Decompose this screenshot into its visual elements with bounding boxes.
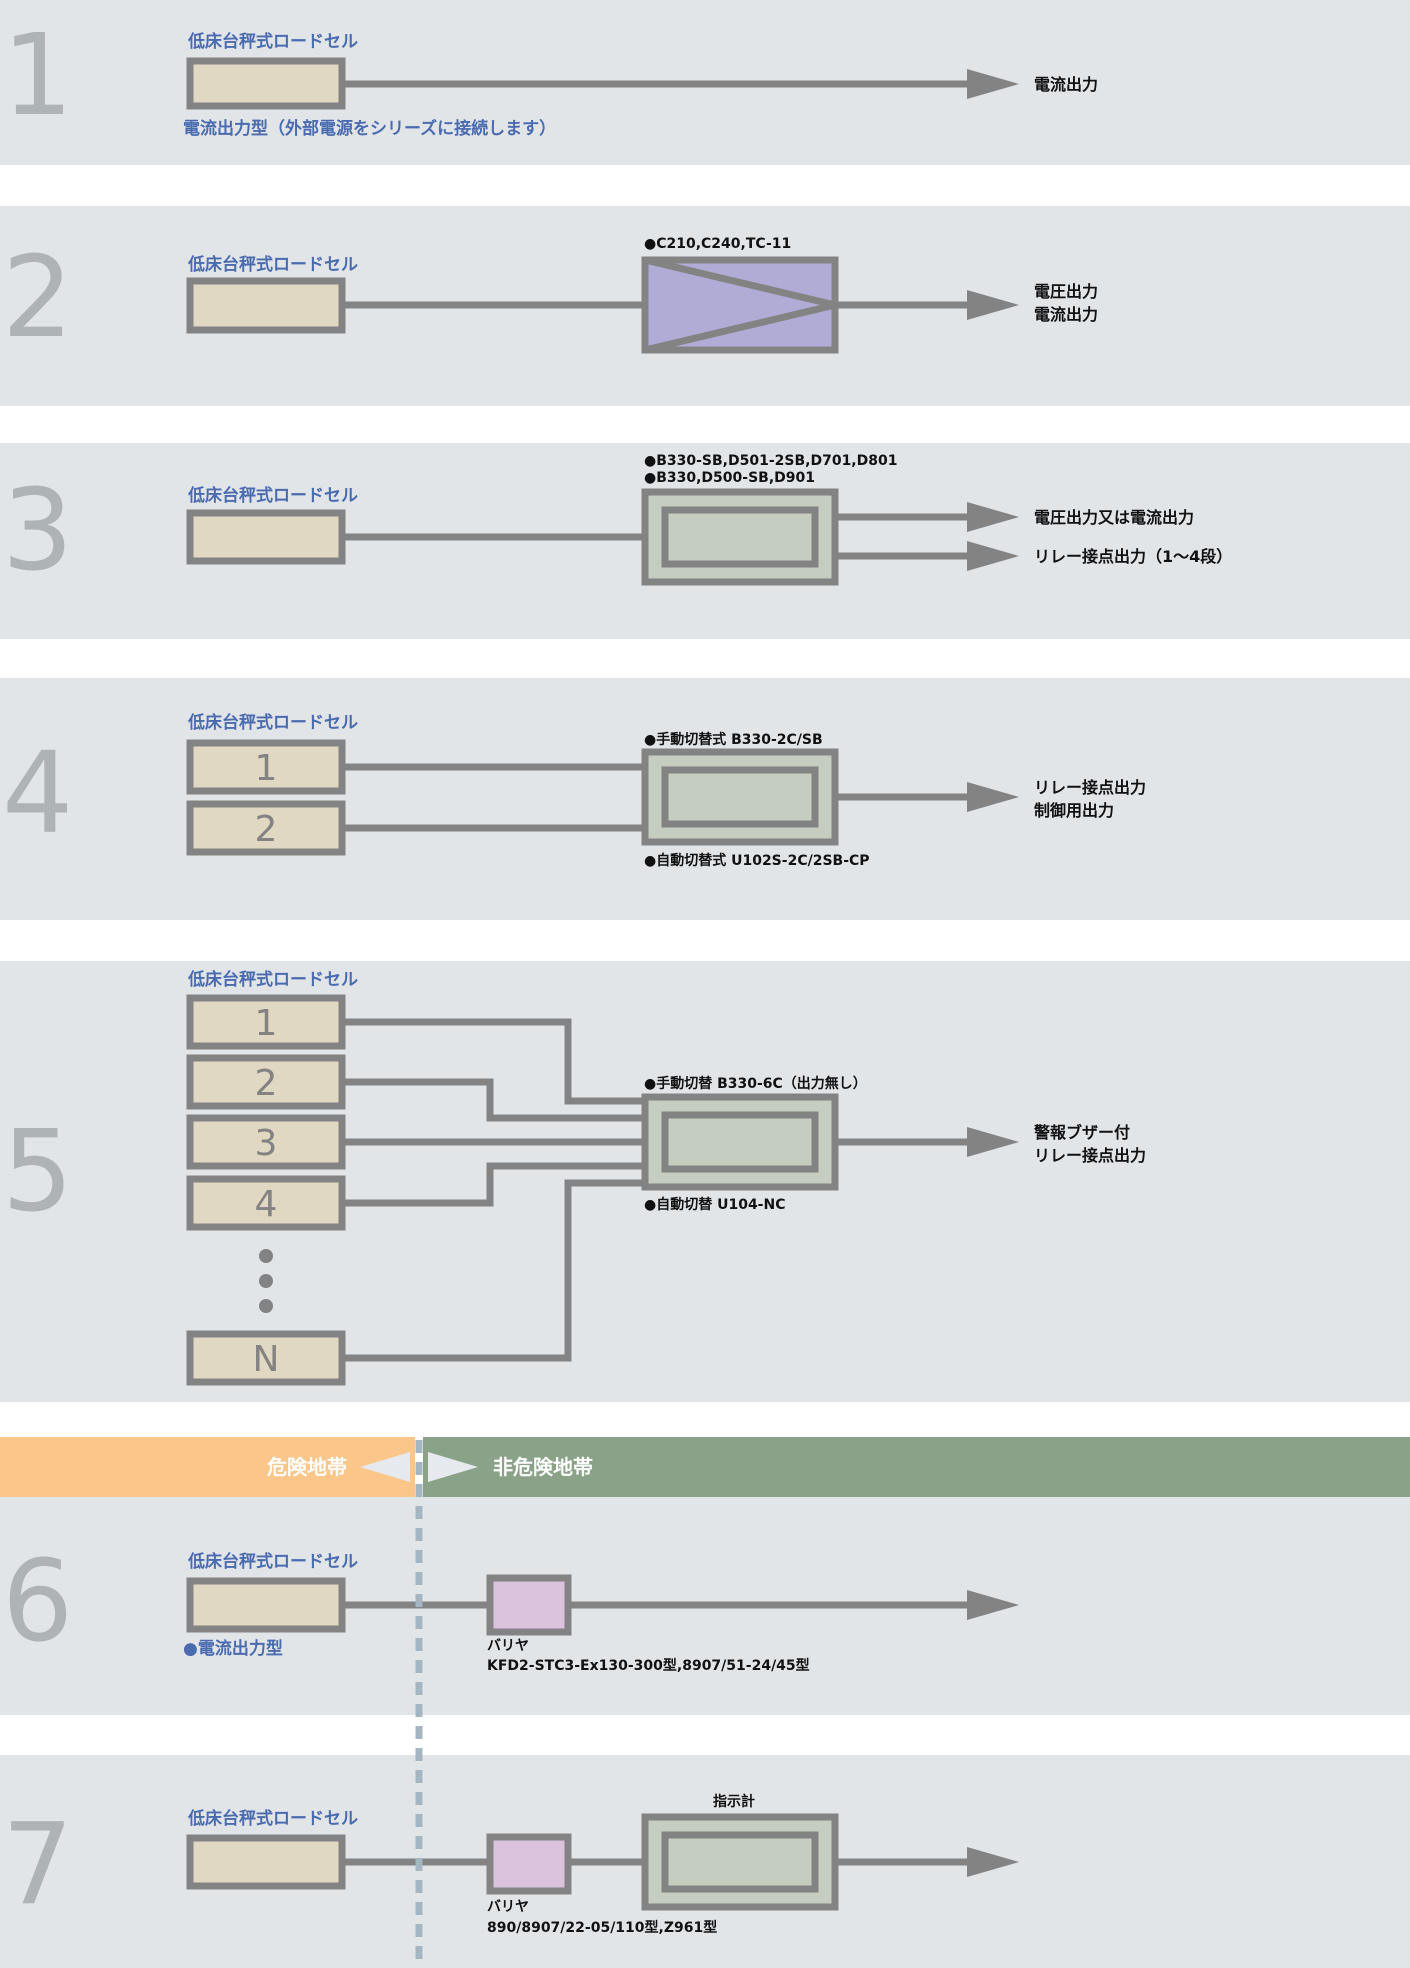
panel-2-number: 2 bbox=[2, 233, 73, 363]
indicator-display bbox=[661, 1831, 819, 1893]
load-cell-number: N bbox=[253, 1339, 280, 1380]
barrier-label: バリヤ bbox=[487, 1899, 529, 1915]
barrier-box bbox=[486, 1574, 572, 1636]
indicator-display bbox=[661, 1111, 819, 1173]
amplifier-box bbox=[641, 256, 839, 354]
load-cell-number: 1 bbox=[255, 1003, 278, 1044]
load-cell-number: 2 bbox=[255, 1063, 278, 1104]
non-hazardous-zone-label: 非危険地帯 bbox=[493, 1455, 593, 1479]
panel-5: 5 低床台秤式ロードセル 1 2 3 4 N ●手動切替 B330-6C（出力無… bbox=[0, 961, 1410, 1402]
load-cell bbox=[186, 1577, 346, 1633]
load-cell-label: 低床台秤式ロードセル bbox=[187, 31, 358, 52]
panel-2: 2 低床台秤式ロードセル ●C210,C240,TC-11 電圧出力 電流出力 bbox=[0, 206, 1410, 406]
device-model-auto: ●自動切替 U104-NC bbox=[644, 1196, 785, 1213]
panel-4: 4 低床台秤式ロードセル 1 2 ●手動切替式 B330-2C/SB ●自動切替… bbox=[0, 678, 1410, 920]
load-cell-label: 低床台秤式ロードセル bbox=[187, 712, 358, 733]
load-cell-2 bbox=[186, 800, 346, 856]
output-label-2: 制御用出力 bbox=[1034, 801, 1114, 820]
panel-4-number: 4 bbox=[2, 729, 73, 859]
device-model-auto: ●自動切替式 U102S-2C/2SB-CP bbox=[644, 852, 870, 869]
barrier-label: バリヤ bbox=[487, 1638, 529, 1654]
load-cell-2 bbox=[186, 1054, 346, 1110]
load-cell-number: 1 bbox=[255, 748, 278, 789]
panel-6: 6 低床台秤式ロードセル ●電流出力型 バリヤ KFD2-STC3-Ex130-… bbox=[0, 1497, 1410, 1715]
ellipsis-dot bbox=[259, 1299, 273, 1313]
load-cell-3 bbox=[186, 1114, 346, 1170]
signal-wire-2 bbox=[340, 1078, 645, 1122]
load-cell bbox=[186, 57, 346, 110]
indicator-label: 指示計 bbox=[713, 1793, 755, 1810]
output-label-2: リレー接点出力 bbox=[1034, 1146, 1146, 1165]
load-cell-label: 低床台秤式ロードセル bbox=[187, 485, 358, 506]
right-arrow bbox=[428, 1452, 478, 1482]
load-cell bbox=[186, 277, 346, 334]
panel-5-number: 5 bbox=[2, 1107, 73, 1237]
indicator-display bbox=[661, 506, 819, 568]
load-cell-note: ●電流出力型 bbox=[183, 1638, 283, 1659]
load-cell-label: 低床台秤式ロードセル bbox=[187, 969, 358, 990]
load-cell-note: 電流出力型（外部電源をシリーズに接続します） bbox=[183, 118, 556, 139]
device-models-1: ●B330-SB,D501-2SB,D701,D801 bbox=[644, 453, 897, 469]
load-cell-n bbox=[186, 1330, 346, 1386]
signal-wire-1 bbox=[340, 1018, 645, 1105]
output-label-1: 電圧出力又は電流出力 bbox=[1034, 508, 1194, 527]
load-cell-4 bbox=[186, 1175, 346, 1231]
barrier-box bbox=[486, 1833, 572, 1895]
signal-wire-4 bbox=[340, 1162, 645, 1207]
panel-7-number: 7 bbox=[2, 1800, 73, 1930]
barrier-models: KFD2-STC3-Ex130-300型,8907/51-24/45型 bbox=[487, 1657, 810, 1674]
load-cell-number: 3 bbox=[255, 1123, 278, 1164]
output-label-2: 電流出力 bbox=[1034, 305, 1098, 324]
left-arrow bbox=[360, 1452, 410, 1482]
load-cell-label: 低床台秤式ロードセル bbox=[187, 1808, 358, 1829]
safe-zone-band bbox=[423, 1437, 1410, 1497]
device-models: ●C210,C240,TC-11 bbox=[644, 236, 791, 252]
device-model-manual: ●手動切替式 B330-2C/SB bbox=[644, 731, 823, 748]
output-label-1: 警報ブザー付 bbox=[1033, 1123, 1130, 1142]
output-label: 電流出力 bbox=[1034, 75, 1098, 94]
barrier-models: 890/8907/22-05/110型,Z961型 bbox=[487, 1919, 717, 1936]
ellipsis-dot bbox=[259, 1274, 273, 1288]
panel-6-number: 6 bbox=[2, 1537, 73, 1667]
panel-1: 1 低床台秤式ロードセル 電流出力型（外部電源をシリーズに接続します） 電流出力 bbox=[0, 0, 1410, 165]
signal-wire-n bbox=[340, 1179, 645, 1362]
ellipsis-dot bbox=[259, 1249, 273, 1263]
output-label-1: リレー接点出力 bbox=[1034, 778, 1146, 797]
load-cell bbox=[186, 509, 346, 565]
load-cell-label: 低床台秤式ロードセル bbox=[187, 1551, 358, 1572]
indicator-display bbox=[661, 766, 819, 828]
output-label-1: 電圧出力 bbox=[1034, 282, 1098, 301]
load-cell-1 bbox=[186, 994, 346, 1050]
hazardous-zone-band bbox=[0, 1437, 415, 1497]
hazardous-zone-label: 危険地帯 bbox=[267, 1455, 347, 1479]
amplifier-symbol bbox=[644, 256, 836, 354]
panel-1-number: 1 bbox=[2, 11, 73, 141]
panel-3-number: 3 bbox=[2, 466, 73, 596]
device-models-2: ●B330,D500-SB,D901 bbox=[644, 470, 815, 486]
panel-3: 3 低床台秤式ロードセル ●B330-SB,D501-2SB,D701,D801… bbox=[0, 443, 1410, 639]
zone-band: 危険地帯 非危険地帯 bbox=[0, 1437, 1410, 1497]
panel-7: 7 低床台秤式ロードセル 指示計 バリヤ 890/8907/22-05/110型… bbox=[0, 1755, 1410, 1968]
load-cell-number: 2 bbox=[255, 809, 278, 850]
output-label-2: リレー接点出力（1〜4段） bbox=[1034, 547, 1232, 566]
load-cell-number: 4 bbox=[255, 1184, 278, 1225]
load-cell-label: 低床台秤式ロードセル bbox=[187, 254, 358, 275]
load-cell-1 bbox=[186, 739, 346, 795]
device-model-manual: ●手動切替 B330-6C（出力無し） bbox=[644, 1075, 867, 1092]
load-cell bbox=[186, 1834, 346, 1890]
